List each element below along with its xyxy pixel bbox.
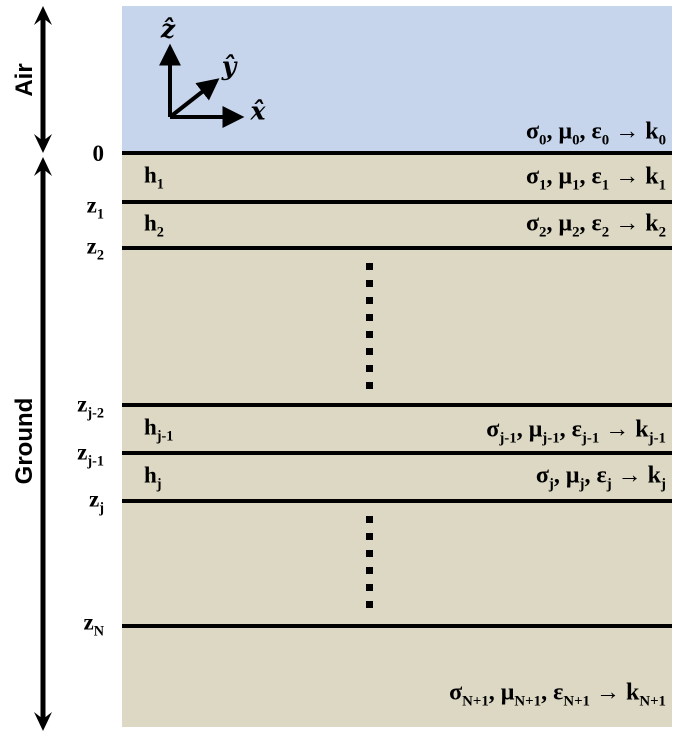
layer-properties-j: σj, μj, εj → kj (535, 462, 666, 493)
layer-properties-1: σ1, μ1, ε1 → k1 (525, 163, 666, 194)
depth-label-zN: zN (83, 609, 104, 640)
interface-line-z2 (122, 246, 672, 250)
thickness-label-hj-1: hj-1 (144, 414, 174, 445)
y-axis-label: ŷ (221, 51, 237, 81)
air-extent-arrow (34, 6, 52, 153)
y-axis-arrow (168, 78, 220, 119)
interface-line-z0 (122, 151, 672, 155)
ground-extent-arrow (34, 157, 52, 731)
thickness-label-h2: h2 (144, 210, 164, 241)
vertical-ellipsis-upper (366, 263, 373, 389)
thickness-label-h1: h1 (144, 162, 164, 193)
depth-label-zj: zj (89, 486, 104, 517)
layer-properties-j-1: σj-1, μj-1, εj-1 → kj-1 (486, 416, 666, 447)
interface-line-zN (122, 624, 672, 628)
extent-arrows (34, 6, 52, 731)
layer-properties-air: σ0, μ0, ε0 → k0 (525, 118, 666, 149)
thickness-label-hj: hj (144, 462, 162, 493)
layer-properties-halfspace: σN+1, μN+1, εN+1 → kN+1 (449, 679, 666, 710)
depth-label-zj-2: zj-2 (77, 391, 104, 422)
depth-label-z1: z1 (86, 192, 104, 223)
depth-label-z2: z2 (86, 233, 104, 264)
depth-label-zj-1: zj-1 (77, 439, 104, 470)
coordinate-axes (159, 43, 245, 128)
ground-label: Ground (11, 397, 38, 485)
z-axis-label: ẑ (160, 14, 176, 44)
x-axis-label: x̂ (250, 96, 266, 126)
air-label: Air (11, 63, 38, 97)
interface-line-zj-1 (122, 451, 672, 455)
interface-line-zj-2 (122, 403, 672, 407)
layer-properties-2: σ2, μ2, ε2 → k2 (525, 210, 666, 241)
interface-line-z1 (122, 200, 672, 204)
vertical-ellipsis-lower (366, 516, 373, 610)
interface-line-zj (122, 499, 672, 503)
depth-label-0: 0 (92, 141, 105, 166)
